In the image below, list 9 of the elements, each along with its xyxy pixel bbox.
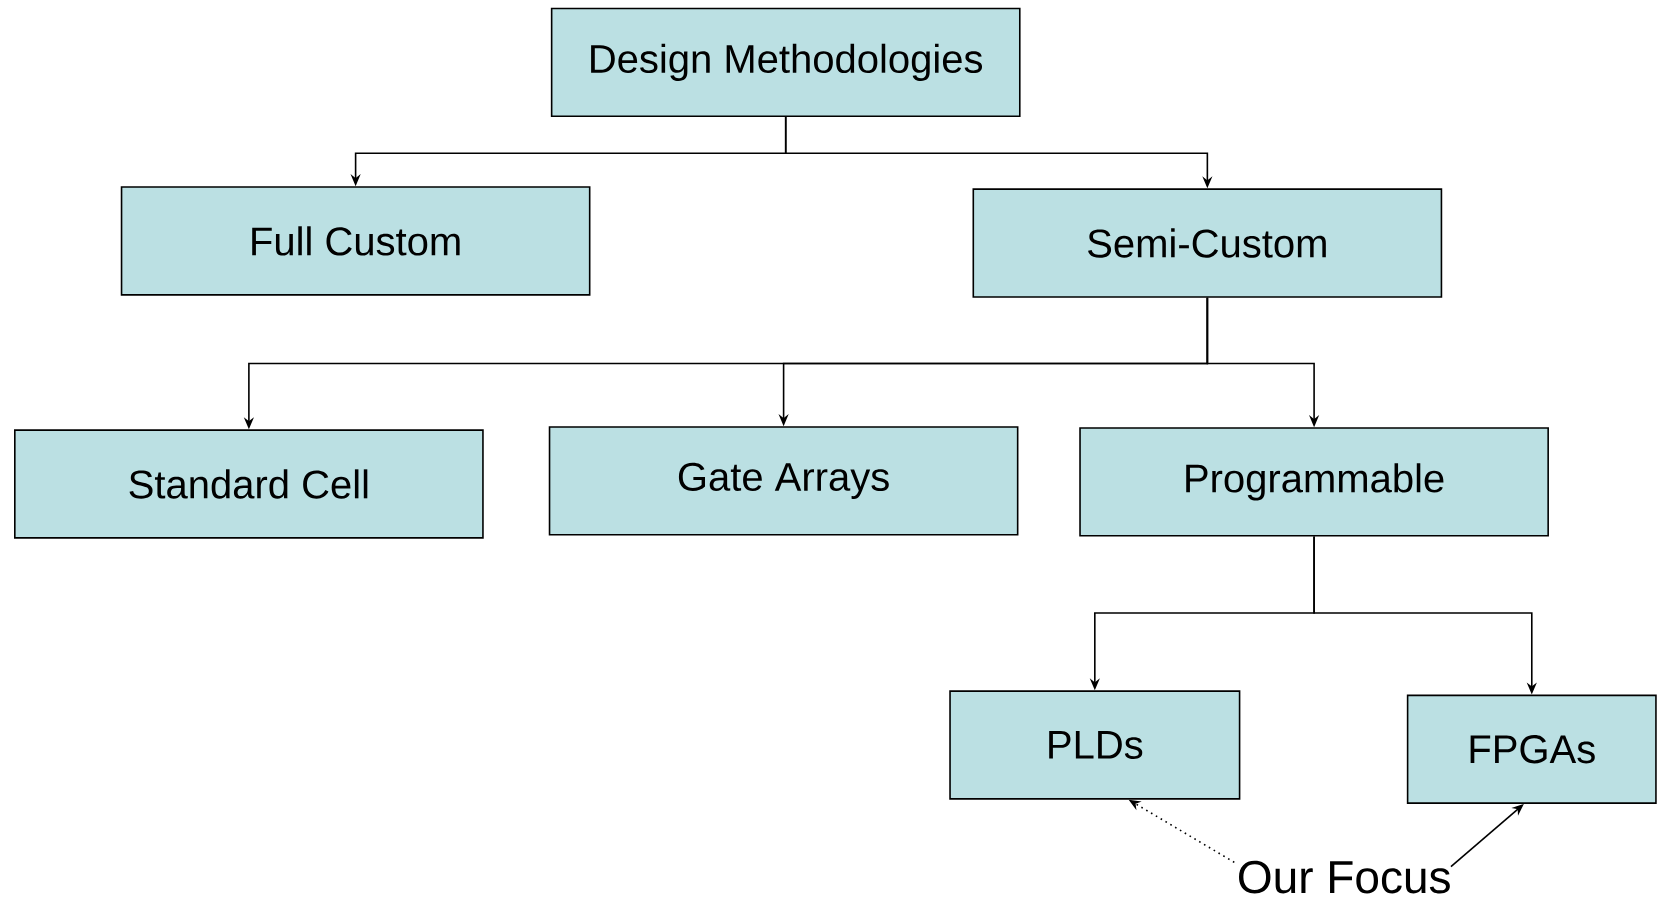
process-box: Full Custom xyxy=(120,186,591,296)
process-box: FPGAs xyxy=(1406,694,1657,804)
process-box: Design Methodologies xyxy=(550,7,1021,118)
process-box: Gate Arrays xyxy=(548,426,1019,536)
process-box: Semi-Custom xyxy=(972,188,1443,298)
callout-text: Our Focus xyxy=(1239,860,1450,894)
process-box: Standard Cell xyxy=(14,429,484,539)
process-box: PLDs xyxy=(949,690,1241,800)
process-box: Programmable xyxy=(1079,427,1549,537)
